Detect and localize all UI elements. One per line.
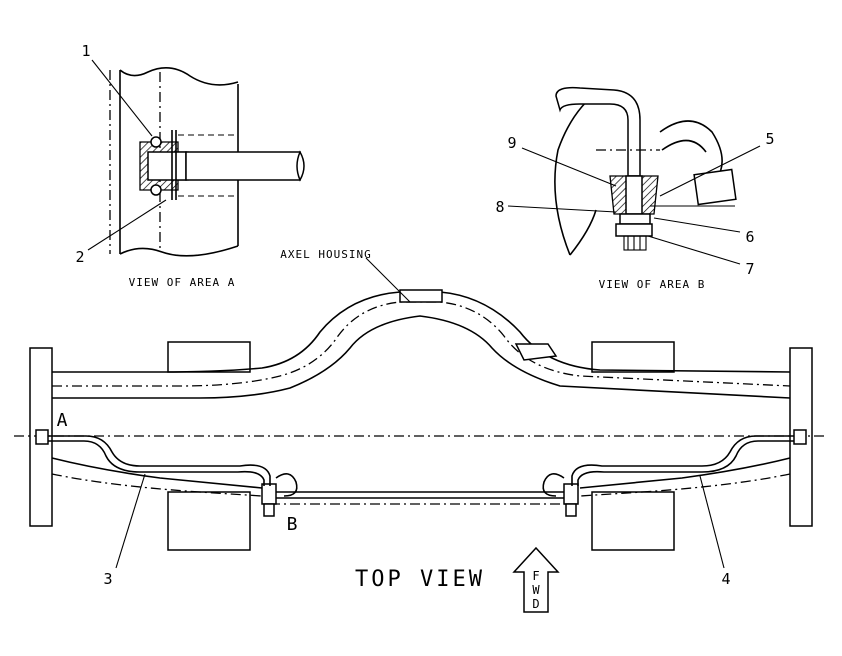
line-4-inner (577, 440, 794, 486)
forward-arrow-letter-f: F (532, 569, 539, 583)
area-a-marker: A (57, 410, 68, 431)
callout-3: 3 (103, 570, 112, 588)
callout-5: 5 (765, 130, 774, 148)
callout-9: 9 (507, 134, 516, 152)
callout-1: 1 (81, 42, 90, 60)
view-area-a (87, 59, 305, 257)
caption-view-area-a: VIEW OF AREA A (129, 276, 236, 289)
forward-arrow-letter-d: D (532, 597, 539, 611)
area-b-marker: B (287, 514, 298, 535)
callout-8: 8 (495, 198, 504, 216)
callout-2: 2 (75, 248, 84, 266)
axle-housing (14, 289, 828, 551)
forward-arrow-letter-w: W (532, 583, 540, 597)
caption-view-area-b: VIEW OF AREA B (599, 278, 706, 291)
line-3 (48, 435, 271, 486)
caption-top-view: TOP VIEW (355, 567, 485, 592)
axle-housing-label: AXEL HOUSING (280, 248, 371, 261)
line-4 (571, 435, 794, 486)
line-3-inner (48, 440, 265, 486)
callout-4: 4 (721, 570, 730, 588)
callout-7: 7 (745, 260, 754, 278)
forward-arrow: F W D (512, 546, 560, 613)
view-area-b (507, 86, 761, 265)
callout-6: 6 (745, 228, 754, 246)
